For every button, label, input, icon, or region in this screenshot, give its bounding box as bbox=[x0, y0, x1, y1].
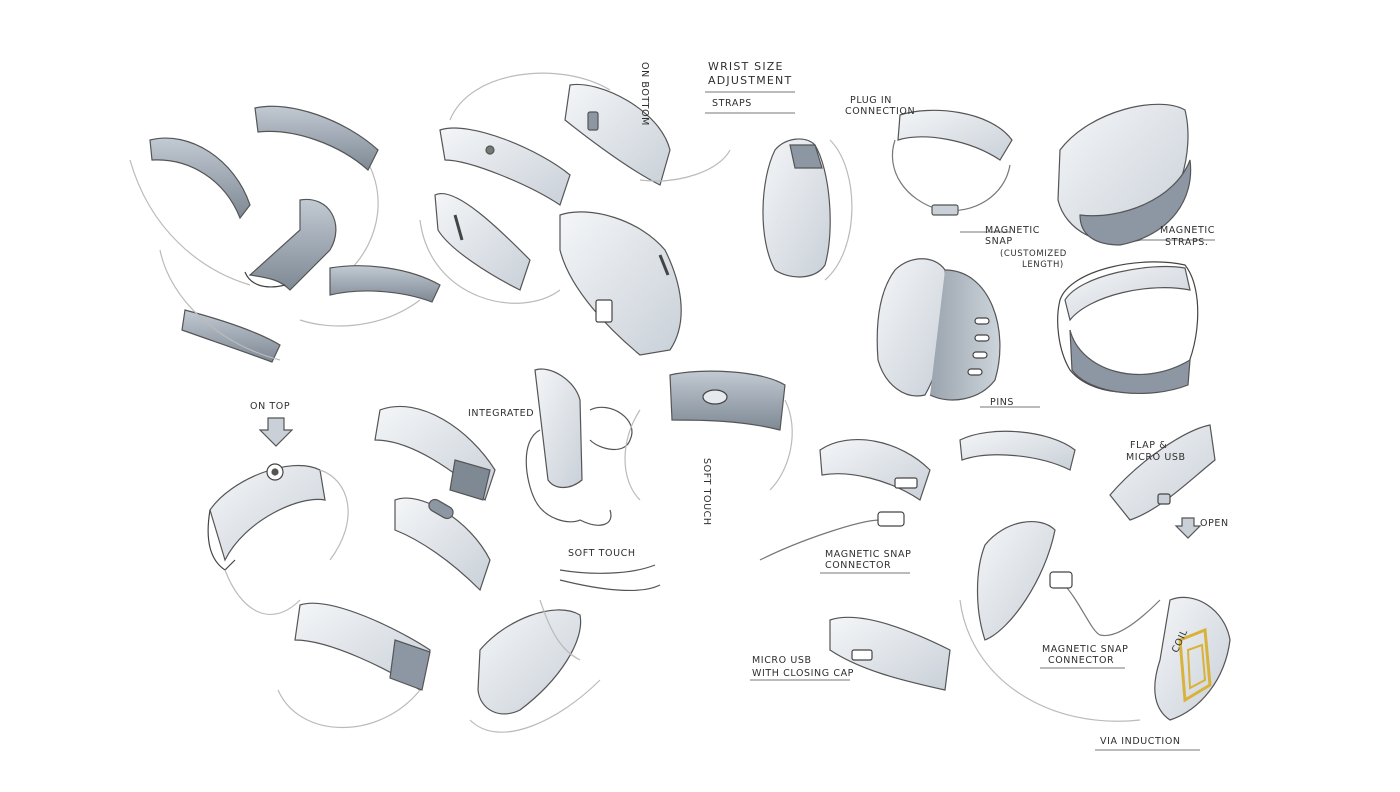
label-magnetic-connector-2b: CONNECTOR bbox=[1048, 655, 1115, 666]
label-on-top: ON TOP bbox=[250, 401, 291, 412]
sketch-group-dark-trackers bbox=[129, 105, 441, 363]
sketch-group-connectors bbox=[759, 424, 1231, 722]
sketch-group-white-trackers bbox=[419, 72, 731, 356]
label-rules bbox=[705, 91, 1215, 751]
label-integrated: INTEGRATED bbox=[468, 408, 535, 419]
label-magnetic-snap-4: LENGTH) bbox=[1022, 260, 1064, 270]
label-magnetic-snap-3: (CUSTOMIZED bbox=[1000, 249, 1067, 259]
label-on-bottom: ON BOTTOM bbox=[639, 62, 650, 126]
label-magnetic-connector-1a: MAGNETIC SNAP bbox=[825, 549, 912, 560]
sketch-group-on-top bbox=[207, 405, 601, 733]
sketch-group-hand bbox=[525, 368, 793, 661]
label-flap: FLAP & bbox=[1130, 440, 1168, 451]
label-soft-touch-vertical: SOFT TOUCH bbox=[701, 458, 712, 526]
label-wrist-size: WRIST SIZE bbox=[708, 60, 784, 73]
label-micro-usb: MICRO USB bbox=[752, 655, 812, 666]
label-micro-usb-flap: MICRO USB bbox=[1126, 452, 1186, 463]
label-via-induction: VIA INDUCTION bbox=[1100, 736, 1181, 747]
label-soft-touch: SOFT TOUCH bbox=[568, 548, 636, 559]
label-magnetic-snap-1: MAGNETIC bbox=[985, 225, 1041, 236]
label-straps: STRAPS bbox=[712, 98, 752, 109]
label-connection: CONNECTION bbox=[845, 106, 916, 117]
label-open: OPEN bbox=[1200, 518, 1229, 529]
label-magnetic-straps-2: STRAPS. bbox=[1165, 237, 1209, 248]
label-magnetic-connector-1b: CONNECTOR bbox=[825, 560, 892, 571]
label-closing-cap: WITH CLOSING CAP bbox=[752, 668, 855, 679]
sketch-group-white-bands bbox=[762, 103, 1199, 401]
label-magnetic-snap-2: SNAP bbox=[985, 236, 1013, 247]
label-pins: PINS bbox=[990, 397, 1015, 408]
label-magnetic-connector-2a: MAGNETIC SNAP bbox=[1042, 644, 1129, 655]
label-adjustment: ADJUSTMENT bbox=[708, 74, 793, 87]
label-plug-in: PLUG IN bbox=[850, 95, 892, 106]
label-magnetic-straps-1: MAGNETIC bbox=[1160, 225, 1216, 236]
